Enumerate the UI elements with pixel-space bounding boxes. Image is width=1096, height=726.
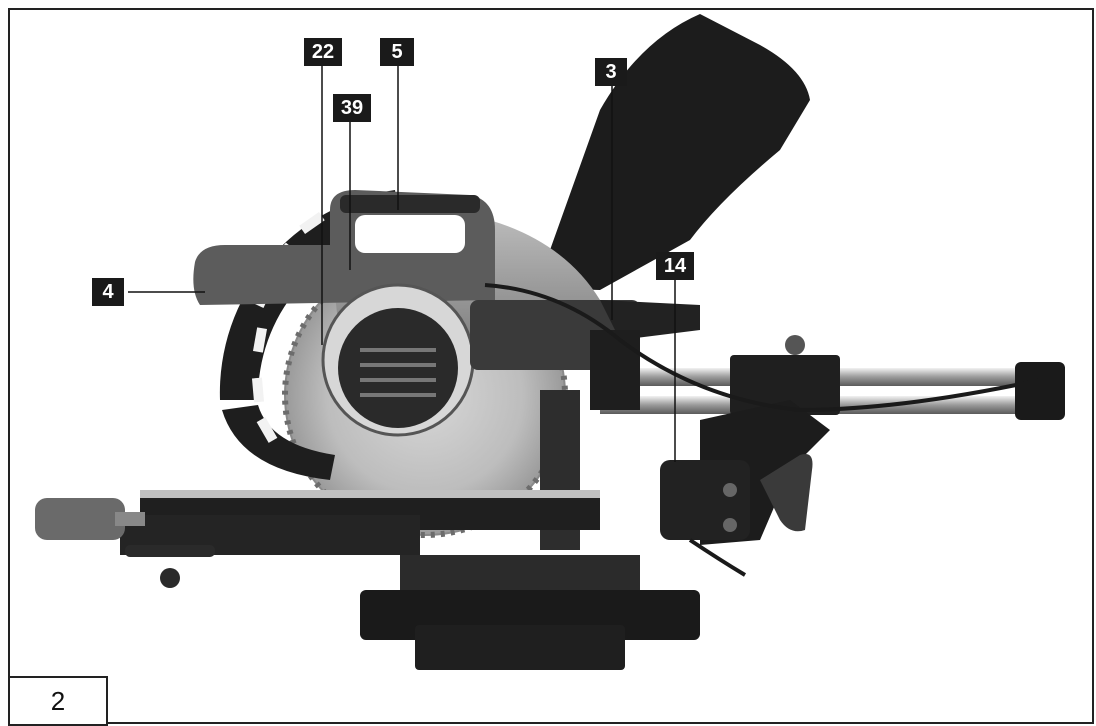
dust-bag bbox=[545, 14, 810, 290]
table-surface bbox=[140, 490, 600, 498]
rear-cord bbox=[688, 538, 747, 577]
bevel-knob bbox=[760, 454, 813, 532]
pivot-block bbox=[590, 330, 640, 410]
figure-number: 2 bbox=[8, 676, 108, 726]
base-foot bbox=[415, 625, 625, 670]
leader-lines bbox=[128, 64, 676, 462]
bevel-bolt-1 bbox=[723, 483, 737, 497]
rail-knob bbox=[785, 335, 805, 355]
motor-vents bbox=[360, 348, 436, 397]
bevel-lock-block bbox=[660, 460, 750, 540]
callout-5: 5 bbox=[380, 38, 414, 66]
bevel-bolt-2 bbox=[723, 518, 737, 532]
callout-22: 22 bbox=[304, 38, 342, 66]
blade-guard-lower bbox=[222, 405, 335, 480]
rail-end-cap bbox=[1015, 362, 1065, 420]
callout-3: 3 bbox=[595, 58, 627, 86]
figure-frame bbox=[8, 8, 1094, 724]
callout-39: 39 bbox=[333, 94, 371, 122]
handle-top-grip bbox=[340, 195, 480, 213]
power-cord bbox=[484, 283, 1041, 413]
lock-knob bbox=[160, 568, 180, 588]
callout-4: 4 bbox=[92, 278, 124, 306]
callout-14: 14 bbox=[656, 252, 694, 280]
lock-lever bbox=[125, 545, 215, 557]
rail-clamp bbox=[730, 355, 840, 415]
handle-grip-hole bbox=[355, 215, 465, 253]
motor-cover bbox=[338, 308, 458, 428]
extension-handle bbox=[35, 498, 125, 540]
handle-rod bbox=[115, 512, 145, 526]
